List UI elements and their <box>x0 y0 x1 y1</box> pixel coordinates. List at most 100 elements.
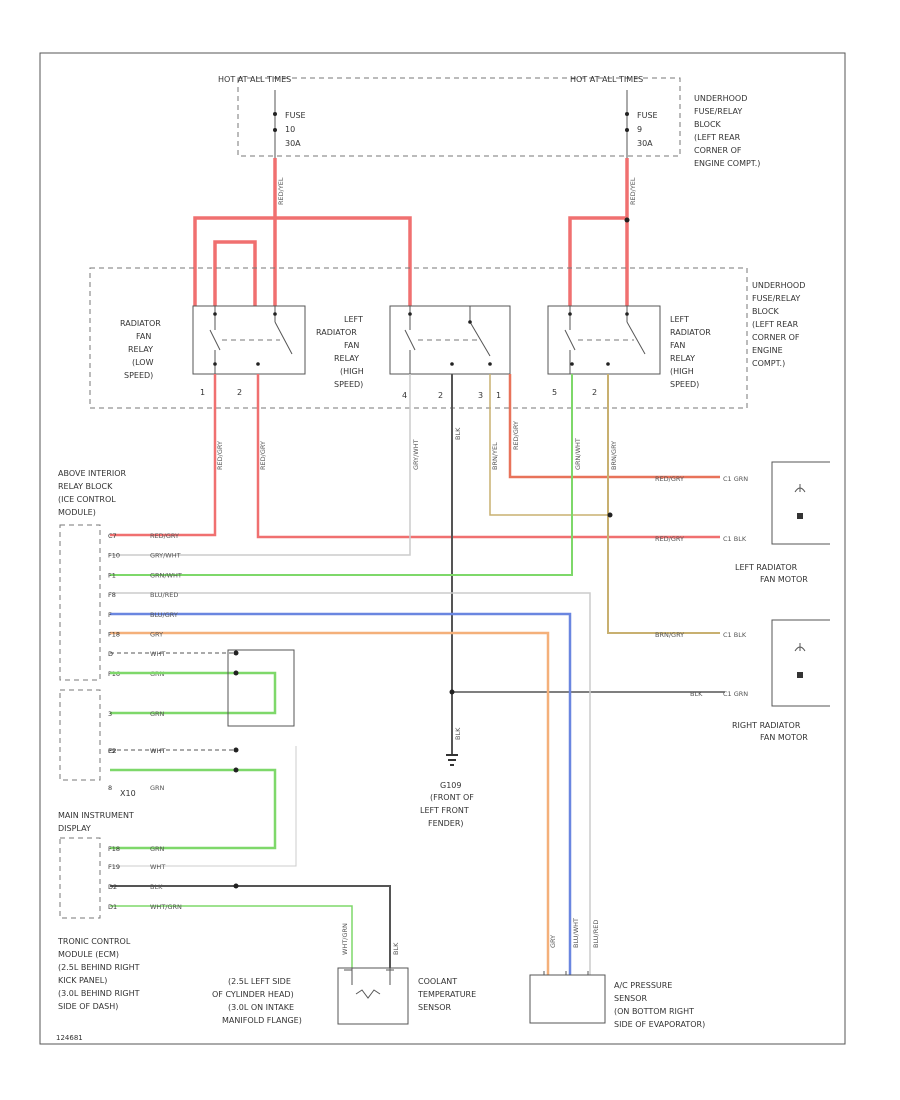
tronic-line-5: (3.0L BEHIND RIGHT <box>58 989 140 998</box>
relay-block-pin-4: F <box>108 611 112 619</box>
wire-wht3 <box>110 746 297 867</box>
relay3-line-6: SPEED) <box>670 380 699 389</box>
wire-ecm-wg <box>110 905 353 968</box>
wire-ecm-blk <box>110 885 391 968</box>
power-label-left: HOT AT ALL TIMES <box>218 75 291 84</box>
relay1-line-4: (LOW <box>132 358 154 367</box>
wire-gw <box>110 374 411 556</box>
relay-block-pin-1: F10 <box>108 552 120 560</box>
right-radiator-fan-motor: BRN/GRY BLK C1 BLK C1 GRN RIGHT RADIATOR… <box>655 619 830 742</box>
wire-label-relay-out3: GRY/WHT <box>412 439 420 470</box>
interior-relay-block <box>59 524 101 681</box>
coolant-location-label: (2.5L LEFT SIDE OF CYLINDER HEAD) (3.0L … <box>212 977 302 1025</box>
x10-extra-pin: C2 <box>108 747 117 755</box>
fuse-left-amps: 30A <box>285 139 301 148</box>
underhood-mid-label: UNDERHOOD FUSE/RELAY BLOCK (LEFT REAR CO… <box>752 281 805 368</box>
fuse-right-number: 9 <box>637 125 642 134</box>
underhood-fuse-block-top <box>237 77 681 157</box>
fuse-right: FUSE 9 30A <box>625 90 658 158</box>
right-motor-label-2: FAN MOTOR <box>760 733 808 742</box>
relay2-line-3: FAN <box>344 341 359 350</box>
underhood-top-line-1: UNDERHOOD <box>694 94 747 103</box>
underhood-top-line-4: (LEFT REAR <box>694 133 741 142</box>
x10-connector <box>59 689 101 781</box>
underhood-mid-line-1: UNDERHOOD <box>752 281 805 290</box>
relay2-pin-d: 1 <box>496 391 501 400</box>
left-radiator-fan-relay-high-speed-1: 4 2 3 1 <box>389 305 511 400</box>
relay2-line-6: SPEED) <box>334 380 363 389</box>
wire-red2 <box>193 216 412 306</box>
underhood-mid-line-6: ENGINE <box>752 346 783 355</box>
wire-label-red-feed-right: RED/YEL <box>629 177 637 205</box>
wire-label-relay-out4: BLK <box>454 427 462 440</box>
wire-red5 <box>568 216 627 306</box>
relay3-line-3: FAN <box>670 341 685 350</box>
main-display-label-1: MAIN INSTRUMENT <box>58 811 134 820</box>
tronic-line-4: KICK PANEL) <box>58 976 107 985</box>
fuse-left-number: 10 <box>285 125 295 134</box>
relay3-line-1: LEFT <box>670 315 689 324</box>
wire-r2 <box>256 374 720 539</box>
ecm-wire-1: WHT/GRN <box>150 903 182 911</box>
wire-label-red-feed-left: RED/YEL <box>277 177 285 205</box>
relay3-label: LEFT RADIATOR FAN RELAY (HIGH SPEED) <box>670 315 711 389</box>
connector-motor-right-2: C1 GRN <box>723 690 748 698</box>
interior-relay-block-label: ABOVE INTERIOR RELAY BLOCK (ICE CONTROL … <box>58 469 127 517</box>
underhood-top-line-6: ENGINE COMPT.) <box>694 159 760 168</box>
x10-wire-0: GRN <box>150 710 165 718</box>
wire-label-motor-right-1: BRN/GRY <box>655 631 684 639</box>
relay1-line-5: SPEED) <box>124 371 153 380</box>
wire-label-relay-out8: BRN/GRY <box>610 441 618 470</box>
wire-label-relay-out1: RED/GRY <box>216 441 224 470</box>
ecm-wires: WHT/GRN BLK <box>110 883 400 968</box>
ground-g109: BLK G109 (FRONT OF LEFT FRONT FENDER) <box>420 727 474 828</box>
coolant-line-1: COOLANT <box>418 977 457 986</box>
relay3-line-2: RADIATOR <box>670 328 711 337</box>
wire-red3 <box>213 240 257 306</box>
footer-id: 124681 <box>56 1034 83 1042</box>
fuse-left: FUSE 10 30A <box>273 90 306 158</box>
coolant-line-2: TEMPERATURE <box>417 990 476 999</box>
relay3-pin-a: 5 <box>552 388 557 397</box>
display-wire-1: WHT <box>150 863 165 871</box>
relay1-line-3: RELAY <box>128 345 153 354</box>
wire-label-relay-out6: RED/GRY <box>512 421 520 450</box>
wire-gr <box>110 374 573 576</box>
right-motor-label-1: RIGHT RADIATOR <box>732 721 801 730</box>
coolant-line-3: SENSOR <box>418 1003 451 1012</box>
wire-ro <box>508 374 720 479</box>
underhood-top-line-2: FUSE/RELAY <box>694 107 742 116</box>
coolant-loc-line-1: (2.5L LEFT SIDE <box>228 977 291 986</box>
coolant-loc-line-2: OF CYLINDER HEAD) <box>212 990 294 999</box>
relay2-pin-b: 2 <box>438 391 443 400</box>
fuse-left-label: FUSE <box>285 111 306 120</box>
relay3-line-4: RELAY <box>670 354 695 363</box>
wire-lg <box>110 592 591 975</box>
underhood-fuse-block-relays <box>89 267 748 409</box>
wire-label-ground: BLK <box>454 727 462 740</box>
relay-block-line-2: RELAY BLOCK <box>58 482 113 491</box>
wire-label-sensor3: BLU/RED <box>592 920 600 948</box>
x10-wire-1: WHT <box>150 747 165 755</box>
underhood-mid-line-7: COMPT.) <box>752 359 785 368</box>
main-instrument-display <box>59 837 101 919</box>
ac-line-4: SIDE OF EVAPORATOR) <box>614 1020 705 1029</box>
left-radiator-fan-relay-high-speed-2: 5 2 <box>547 305 661 397</box>
relay-block-wire-5: GRY <box>150 631 163 639</box>
fuse-right-amps: 30A <box>637 139 653 148</box>
wire-or <box>110 631 550 975</box>
wire-label-motor-right-2: BLK <box>690 690 703 698</box>
wire-label-coolant-1: WHT/GRN <box>341 923 349 955</box>
x10-pin-0: 3 <box>108 710 112 718</box>
relay2-line-2: RADIATOR <box>316 328 357 337</box>
wire-label-motor-left-2: RED/GRY <box>655 535 684 543</box>
relay2-line-5: (HIGH <box>340 367 364 376</box>
relay-block-wire-0: RED/GRY <box>150 532 179 540</box>
tronic-line-3: (2.5L BEHIND RIGHT <box>58 963 140 972</box>
loop-wires <box>110 649 297 867</box>
ecm-wire-0: BLK <box>150 883 163 891</box>
x10-wire-2: GRN <box>150 784 165 792</box>
